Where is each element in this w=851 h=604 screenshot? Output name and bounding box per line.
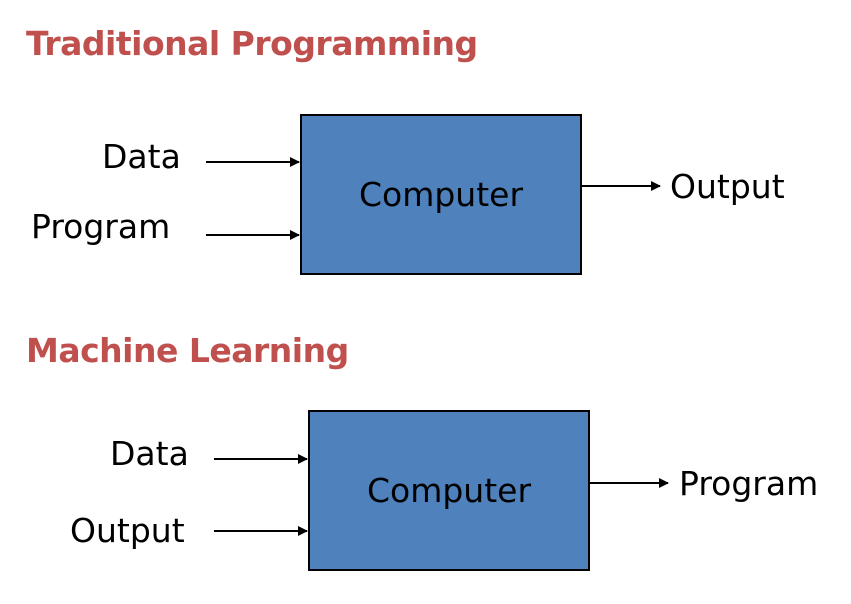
computer-label: Computer — [358, 175, 524, 214]
input-label-data: Data — [102, 137, 181, 176]
computer-box-traditional: Computer — [300, 114, 582, 275]
section-title-traditional: Traditional Programming — [26, 24, 478, 63]
section-title-machine-learning: Machine Learning — [26, 331, 349, 370]
input-label-program: Program — [31, 207, 171, 246]
output-label-program: Program — [679, 464, 819, 503]
input-label-output: Output — [70, 511, 185, 550]
input-label-data: Data — [110, 434, 189, 473]
computer-box-machine-learning: Computer — [308, 410, 590, 571]
output-label-output: Output — [670, 167, 785, 206]
computer-label: Computer — [366, 471, 532, 510]
